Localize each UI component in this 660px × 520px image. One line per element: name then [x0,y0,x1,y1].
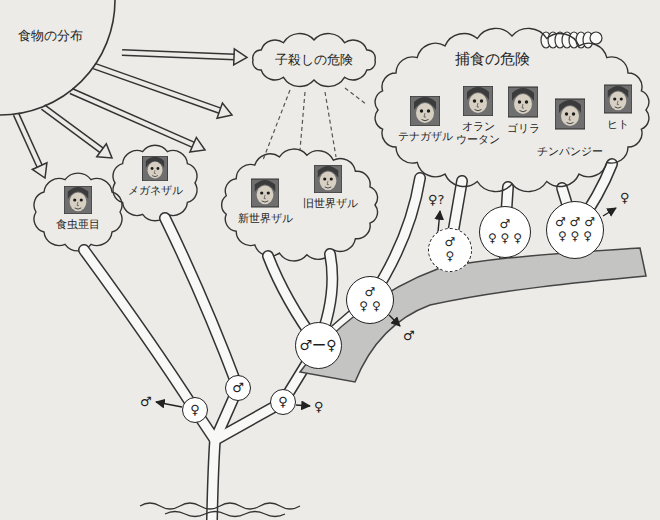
species-cloud [34,173,122,251]
photo [463,86,493,116]
animal-photos [64,85,632,214]
node-text: ♂ [445,236,456,250]
species-cloud [113,145,197,220]
food-ray [43,107,112,158]
node-text: ♀ [446,250,455,264]
photo [508,87,538,117]
sex-symbol: ♀ [620,190,630,206]
species-name: オラン ウータン [454,120,502,146]
species-name: 旧世界ザル [303,197,358,210]
connector-group [122,49,247,65]
ground-lines [140,503,300,517]
hollow-arrow-inner [43,107,102,151]
arrow-head [190,137,205,152]
arrow-head [32,163,47,178]
species-name: メガネザル [128,184,183,197]
photo [251,179,279,207]
sun-shape: 食物の分布 [0,0,122,100]
node-text: ♂ [365,286,376,300]
node-text: ♀ ♀ ♀ [488,232,522,246]
species-clouds [34,145,378,261]
risk-cloud: 子殺しの危険 [247,34,381,86]
arrow-head [97,144,112,158]
node-text: 捕食の危険 [455,50,654,68]
species-name: テナガザル [398,130,453,143]
group-circle: ♂♀ [428,228,472,272]
food-ray [16,114,47,178]
group-circle: ♂ ♂ ♂♀ ♀ ♀ [546,201,604,259]
photo [604,85,632,113]
risk-cloud: 捕食の危険 [370,28,654,192]
group-circle: ♂ [225,375,251,401]
hollow-arrow-inner [94,66,221,111]
species-cloud [222,149,378,261]
group-circle: ♀ [182,397,208,423]
sun-outline [0,0,122,100]
species-name: ゴリラ [507,122,540,135]
sex-symbol: ♀? [428,192,444,208]
caterpillar [541,32,602,48]
arrow-head [234,49,247,65]
species-name: チンパンジー [537,145,603,158]
hollow-arrow-inner [16,114,40,167]
food-rays [16,66,232,178]
dashed-influence-lines [263,88,366,160]
node-text: ♀ [190,403,200,418]
connector-arrow [122,52,235,56]
cloud-path [253,34,376,87]
group-circle: ♀ [270,389,296,415]
node-text: ♀ ♀ ♀ [558,230,592,244]
hollow-arrow [94,66,221,111]
species-name: 新世界ザル [238,212,293,225]
arrow-head [217,103,232,118]
photo [64,186,92,214]
hollow-arrow [43,107,102,151]
sex-symbol: ♂ [403,328,415,344]
photo [143,156,168,181]
photo [555,99,585,129]
photo [314,165,342,193]
group-circle: ♂♀ ♀ ♀ [479,206,531,258]
node-text: ♂ [232,381,244,396]
node-text: 子殺しの危険 [275,52,353,68]
sex-symbol: ♀ [314,399,324,415]
hollow-arrow [16,114,40,167]
group-circle: ♂♀ ♀ [346,276,394,324]
sex-symbol: ♂ [140,394,152,410]
node-text: ♂ [500,218,511,232]
species-name: ヒト [607,118,629,131]
node-text: 食物の分布 [18,28,122,44]
group-circle: ♂ー♀ [295,322,342,369]
hollow-arrow-inner [122,52,235,56]
node-text: ♀ [278,395,288,410]
shaded-branch [300,248,646,382]
node-text: ♂ー♀ [300,337,337,353]
photo [410,96,440,126]
node-text: ♀ ♀ [359,300,380,314]
sun-arc [0,0,115,115]
species-name: 食虫亜目 [56,218,100,231]
node-text: ♂ ♂ ♂ [555,216,595,230]
